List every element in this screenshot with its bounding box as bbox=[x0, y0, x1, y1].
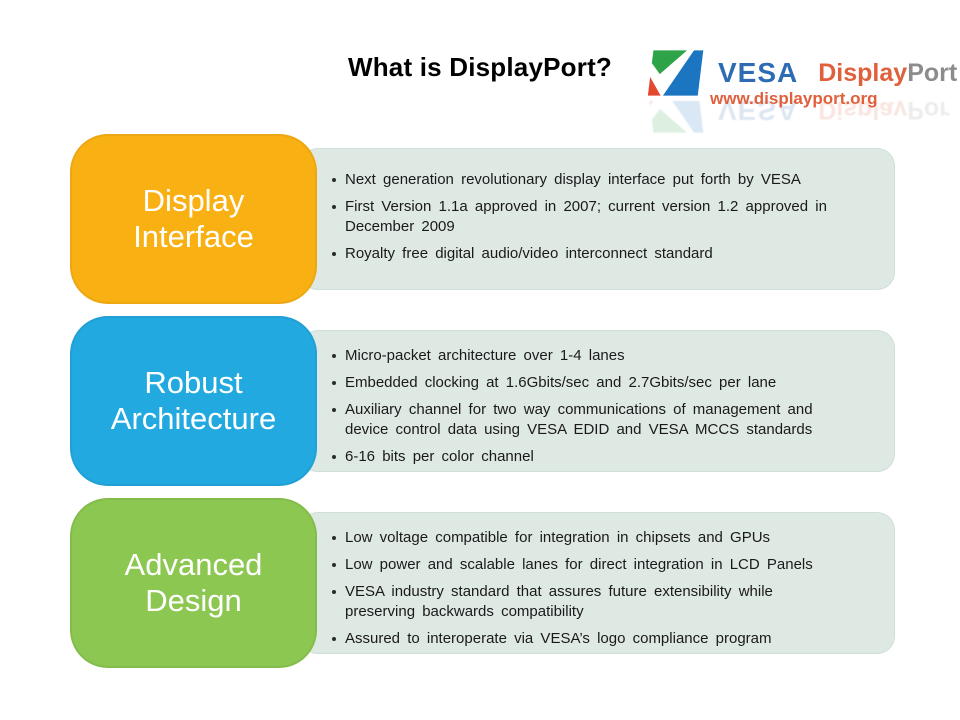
bullet-item: Embedded clocking at 1.6Gbits/sec and 2.… bbox=[331, 373, 850, 393]
bullet-item: Low power and scalable lanes for direct … bbox=[331, 555, 850, 575]
content-panel: Next generation revolutionary display in… bbox=[300, 148, 895, 290]
displayport-url: www.displayport.org bbox=[710, 89, 878, 108]
section-robust-architecture: Micro-packet architecture over 1-4 lanes… bbox=[70, 316, 896, 486]
bullet-item: Low voltage compatible for integration i… bbox=[331, 528, 850, 548]
vesa-checkmark-icon-reflection bbox=[646, 101, 707, 137]
content-panel: Micro-packet architecture over 1-4 lanes… bbox=[300, 330, 895, 472]
section-card-robust-architecture: Robust Architecture bbox=[70, 316, 317, 486]
bullet-item: Next generation revolutionary display in… bbox=[331, 170, 850, 190]
displayport-wordmark: DisplayPort bbox=[818, 59, 957, 88]
section-card-advanced-design: Advanced Design bbox=[70, 498, 317, 668]
section-advanced-design: Low voltage compatible for integration i… bbox=[70, 498, 896, 668]
section-card-label: Robust Architecture bbox=[110, 365, 277, 436]
bullet-item: First Version 1.1a approved in 2007; cur… bbox=[331, 197, 850, 237]
bullet-item: 6-16 bits per color channel bbox=[331, 447, 850, 467]
page-title: What is DisplayPort? bbox=[347, 52, 613, 82]
bullet-item: Auxiliary channel for two way communicat… bbox=[331, 400, 850, 440]
displayport-wordmark-display: Display bbox=[818, 58, 908, 87]
section-card-display-interface: Display Interface bbox=[70, 134, 317, 304]
displayport-wordmark-port: Port bbox=[907, 58, 958, 87]
bullet-item: Assured to interoperate via VESA’s logo … bbox=[331, 629, 850, 649]
bullet-list: Next generation revolutionary display in… bbox=[331, 170, 856, 264]
vesa-checkmark-icon bbox=[643, 46, 708, 100]
bullet-item: VESA industry standard that assures futu… bbox=[331, 582, 850, 622]
vesa-displayport-logo: VESA DisplayPort VESA DisplayPort www.di… bbox=[643, 44, 957, 139]
section-card-label: Advanced Design bbox=[124, 547, 263, 618]
bullet-list: Low voltage compatible for integration i… bbox=[331, 528, 856, 649]
bullet-item: Micro-packet architecture over 1-4 lanes bbox=[331, 346, 850, 366]
logo-reflection: VESA DisplayPort bbox=[646, 101, 950, 139]
section-card-label: Display Interface bbox=[133, 183, 254, 254]
vesa-wordmark: VESA bbox=[718, 57, 799, 88]
content-panel: Low voltage compatible for integration i… bbox=[300, 512, 895, 654]
logo-row: VESA DisplayPort bbox=[643, 44, 957, 102]
section-display-interface: Next generation revolutionary display in… bbox=[70, 134, 896, 304]
bullet-item: Royalty free digital audio/video interco… bbox=[331, 244, 850, 264]
bullet-list: Micro-packet architecture over 1-4 lanes… bbox=[331, 346, 856, 467]
